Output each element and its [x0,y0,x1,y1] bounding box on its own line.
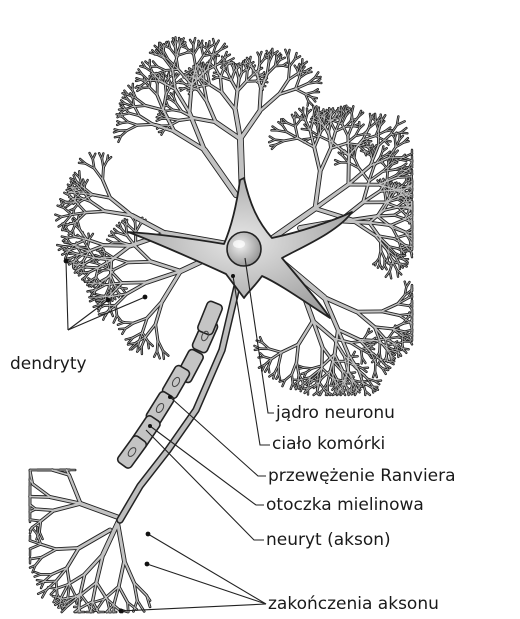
leader-axon [146,430,264,540]
leader-terminals-2 [147,564,266,604]
axon-terminal-tree [30,470,150,612]
leader-terminals-1 [148,534,266,604]
label-node-of-ranvier: przewężenie Ranviera [268,466,456,486]
myelin-segment [197,300,224,336]
axon [120,282,238,520]
leader-dendrites-1 [66,261,68,330]
nucleus [227,232,261,266]
leader-ranvier [170,397,266,476]
myelin-segment [116,434,148,469]
label-dendrites: dendryty [10,354,87,374]
label-myelin-sheath: otoczka mielinowa [266,495,424,515]
leader-dendrites-3 [68,297,145,330]
label-axon-terminals: zakończenia aksonu [268,594,439,614]
label-cell-body: ciało komórki [272,434,385,454]
label-nucleus: jądro neuronu [275,403,395,423]
label-axon: neuryt (akson) [266,530,391,550]
